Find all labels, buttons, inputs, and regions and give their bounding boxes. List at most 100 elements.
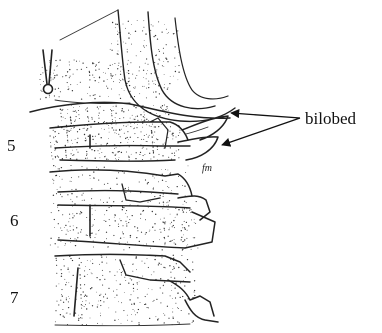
stipple-dot [149,125,150,126]
stipple-dot [109,207,110,208]
stipple-dot [178,209,179,210]
stipple-dot [168,229,169,230]
stipple-dot [87,158,88,159]
stipple-dot [178,135,179,136]
stipple-dot [135,117,136,118]
stipple-dot [183,204,184,205]
stipple-dot [145,179,146,180]
stipple-dot [163,196,164,197]
stipple-dot [123,249,124,250]
stipple-dot [61,230,62,231]
stipple-dot [70,158,71,159]
stipple-dot [57,65,58,66]
stipple-dot [156,96,157,97]
stipple-dot [172,298,173,299]
stipple-dot [142,127,143,128]
stipple-dot [197,248,198,249]
stipple-dot [114,63,115,64]
stipple-dot [125,28,126,29]
stipple-dot [96,167,97,168]
stipple-dot [67,230,68,231]
stipple-dot [71,177,72,178]
stipple-dot [81,308,82,309]
stipple-dot [151,132,152,133]
stipple-dot [60,241,61,242]
stipple-dot [88,136,89,137]
stipple-dot [77,142,78,143]
stipple-dot [166,106,167,107]
stipple-dot [154,83,155,84]
stipple-dot [76,213,77,214]
stipple-dot [138,322,139,323]
stipple-dot [92,259,93,260]
stipple-dot [147,183,148,184]
segment-label-6: 6 [10,211,19,230]
stipple-dot [128,110,129,111]
stipple-dot [172,312,173,313]
stipple-dot [163,204,164,205]
stipple-dot [129,299,130,300]
stipple-dot [89,72,90,73]
stipple-dot [154,142,155,143]
stipple-dot [156,113,157,114]
stipple-dot [53,180,54,181]
stipple-dot [74,215,75,216]
stipple-dot [165,113,166,114]
stipple-dot [114,275,115,276]
stipple-dot [83,128,84,129]
stipple-dot [55,157,56,158]
stipple-dot [68,221,69,222]
stipple-dot [142,159,143,160]
stipple-dot [194,222,195,223]
stipple-dot [78,315,79,316]
stipple-dot [49,97,50,98]
stipple-dot [194,237,195,238]
stipple-dot [184,221,185,222]
stipple-dot [136,269,137,270]
stipple-dot [171,153,172,154]
stipple-dot [157,38,158,39]
stipple-dot [126,225,127,226]
stipple-dot [99,113,100,114]
stipple-dot [108,96,109,97]
stipple-dot [112,127,113,128]
stipple-dot [151,130,152,131]
stipple-dot [67,132,68,133]
stipple-dot [180,297,181,298]
stipple-dot [120,98,121,99]
stipple-dot [84,270,85,271]
stipple-dot [85,266,86,267]
stipple-dot [116,133,117,134]
stipple-dot [54,150,55,151]
stipple-dot [101,144,102,145]
stipple-dot [118,224,119,225]
stipple-dot [79,258,80,259]
stipple-dot [114,320,115,321]
stipple-dot [164,87,165,88]
stipple-dot [95,136,96,137]
stipple-dot [163,144,164,145]
stipple-dot [191,249,192,250]
stipple-dot [143,20,144,21]
stipple-dot [132,271,133,272]
stipple-dot [71,123,72,124]
stipple-dot [152,227,153,228]
stipple-dot [112,75,113,76]
stipple-dot [102,275,103,276]
stipple-dot [99,77,100,78]
stipple-dot [67,194,68,195]
stipple-dot [189,210,190,211]
stipple-dot [137,227,138,228]
stipple-dot [95,69,96,70]
stipple-dot [134,133,135,134]
stipple-dot [99,230,100,231]
stipple-dot [143,116,144,117]
stipple-dot [160,107,161,108]
stipple-dot [164,24,165,25]
stipple-dot [155,84,156,85]
stipple-dot [157,319,158,320]
stipple-dot [178,157,179,158]
stipple-dot [70,117,71,118]
stipple-dot [168,209,169,210]
stipple-dot [109,271,110,272]
